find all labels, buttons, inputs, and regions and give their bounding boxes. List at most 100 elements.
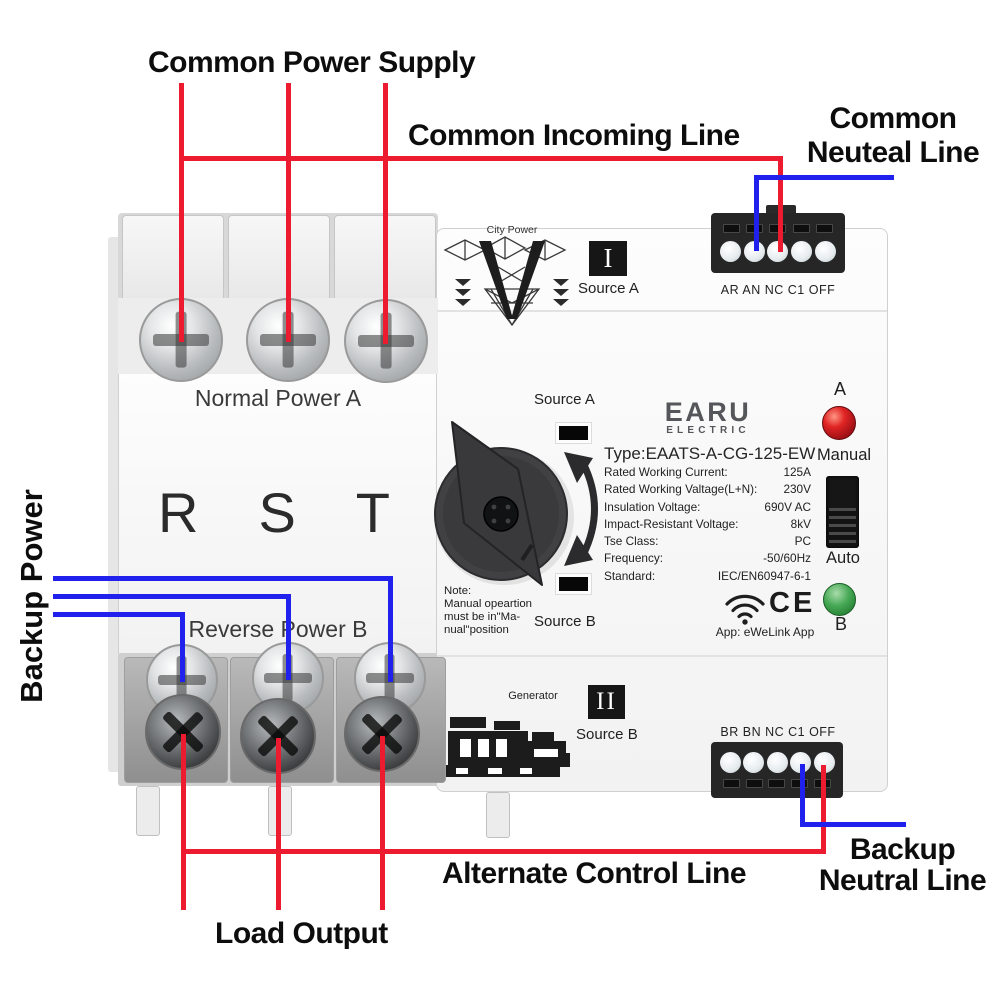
manual-auto-switch — [826, 476, 859, 548]
label-alternate-control-line: Alternate Control Line — [442, 857, 747, 890]
terminal-slot — [745, 779, 763, 788]
source-b-mid-label: Source B — [534, 613, 596, 630]
spec-value: 125A — [783, 465, 811, 479]
top-housing-block — [122, 215, 224, 301]
spec-value: -50/60Hz — [763, 551, 811, 566]
spec-value: 8kV — [790, 516, 811, 531]
reverse-power-b-label: Reverse Power B — [188, 616, 368, 642]
source-a-indicator-window — [556, 423, 591, 443]
spec-label: Tse Class: — [604, 534, 659, 549]
auto-label: Auto — [826, 549, 860, 567]
din-foot — [136, 786, 160, 836]
wire-blue-backup-2-drop — [286, 594, 291, 680]
brand-division: ELECTRIC — [666, 425, 750, 436]
label-backup-neutral-line: Backup Neutral Line — [800, 834, 1000, 896]
terminal-screw — [743, 752, 764, 773]
city-power-label: City Power — [486, 224, 538, 236]
spec-row: Frequency: -50/60Hz — [604, 550, 811, 567]
spec-row: Tse Class: PC — [604, 533, 811, 550]
source-a-mid-label: Source A — [534, 391, 595, 408]
source-b-bottom-label: Source B — [576, 726, 638, 743]
terminal-slot — [791, 779, 809, 788]
terminal-slot — [722, 779, 740, 788]
wire-red-supply-2 — [286, 83, 291, 342]
wire-blue-backup-neutral-horizontal — [800, 822, 906, 827]
label-common-neutral-line-1: Common — [829, 102, 958, 135]
wifi-icon — [725, 594, 765, 625]
spec-value: 230V — [783, 482, 811, 497]
spec-row: Rated Working Current: 125A — [604, 464, 811, 481]
rotary-selector-knob — [434, 421, 598, 586]
terminal-screw-row — [717, 752, 837, 773]
terminal-screw — [743, 240, 765, 262]
phase-s: S — [258, 481, 296, 544]
label-load-output: Load Output — [215, 917, 388, 950]
terminal-slot — [792, 224, 810, 234]
note-line: Manual opeartion — [444, 598, 533, 610]
terminal-screw — [790, 752, 811, 773]
app-line: App: eWeLink App — [715, 625, 815, 639]
terminal-screw-row — [717, 240, 839, 262]
note-line: must be in"Ma- — [444, 611, 521, 623]
wire-red-supply-1 — [179, 83, 184, 342]
spec-value: IEC/EN60947-6-1 — [717, 568, 811, 583]
brand-name: EARU — [664, 397, 752, 427]
label-common-neutral-line-2: Neuteal Line — [806, 136, 980, 169]
wire-red-alternate-drop — [821, 765, 826, 854]
normal-power-a-label: Normal Power A — [194, 385, 362, 411]
label-backup-power: Backup Power — [14, 489, 49, 703]
spec-label: Standard: — [604, 568, 656, 583]
left-front-panel — [118, 372, 438, 655]
wire-red-incoming-horizontal — [179, 156, 783, 161]
spec-label: Rated Working Current: — [604, 465, 728, 479]
panel-seam — [437, 655, 887, 657]
source-b-led — [823, 583, 856, 616]
terminal-screw — [791, 240, 813, 262]
spec-row: Standard: IEC/EN60947-6-1 — [604, 568, 811, 585]
spec-value: 690V AC — [764, 499, 811, 514]
numeral-two: II — [596, 688, 617, 715]
wire-blue-backup-neutral-drop — [800, 764, 805, 827]
terminal-screw — [766, 752, 788, 773]
wire-blue-neutral-horizontal — [754, 175, 894, 180]
spec-value: PC — [794, 534, 811, 549]
label-common-neutral-line: Common Neuteal Line — [793, 102, 993, 170]
manual-note: Note: Manual opeartion must be in"Ma- nu… — [444, 585, 532, 637]
label-common-power-supply: Common Power Supply — [148, 46, 476, 79]
wire-blue-neutral-drop — [754, 175, 759, 251]
terminal-screw — [815, 240, 837, 262]
mode-a-label: A — [833, 379, 846, 399]
terminal-screw — [719, 752, 741, 773]
numeral-one-badge: I — [589, 241, 627, 276]
source-b-indicator-window — [556, 574, 591, 594]
phase-t: T — [355, 481, 390, 544]
numeral-one: I — [603, 243, 613, 273]
wire-red-load-3 — [380, 736, 385, 910]
terminal-slot — [768, 779, 786, 788]
numeral-two-badge: II — [588, 685, 625, 719]
spec-label: Frequency: — [604, 551, 664, 566]
terminal-screw — [767, 240, 789, 262]
terminal-labels-a: AR AN NC C1 OFF — [720, 283, 836, 297]
terminal-slot — [769, 224, 787, 234]
spec-table: Rated Working Current: 125A Rated Working… — [604, 464, 811, 585]
manual-label: Manual — [816, 446, 872, 464]
terminal-screw — [719, 240, 741, 262]
terminal-slot-row — [717, 779, 837, 788]
label-backup-neutral-line-1: Backup — [849, 833, 956, 866]
din-foot — [486, 792, 510, 838]
label-common-incoming-line: Common Incoming Line — [408, 119, 740, 152]
type-line: Type:EAATS-A-CG-125-EW — [604, 444, 816, 463]
wire-blue-backup-3-drop — [180, 612, 185, 682]
spec-label: Impact-Resistant Voltage: — [604, 516, 739, 531]
wire-red-alternate-control — [181, 849, 826, 854]
wire-red-load-2 — [276, 738, 281, 910]
spec-row: Impact-Resistant Voltage: 8kV — [604, 516, 811, 533]
spec-label: Insulation Voltage: — [604, 499, 701, 514]
phase-r: R — [158, 481, 199, 544]
mode-b-label: B — [834, 614, 847, 634]
spec-row: Insulation Voltage: 690V AC — [604, 499, 811, 516]
phase-letters: R S T — [158, 480, 390, 545]
source-a-led — [822, 406, 856, 440]
